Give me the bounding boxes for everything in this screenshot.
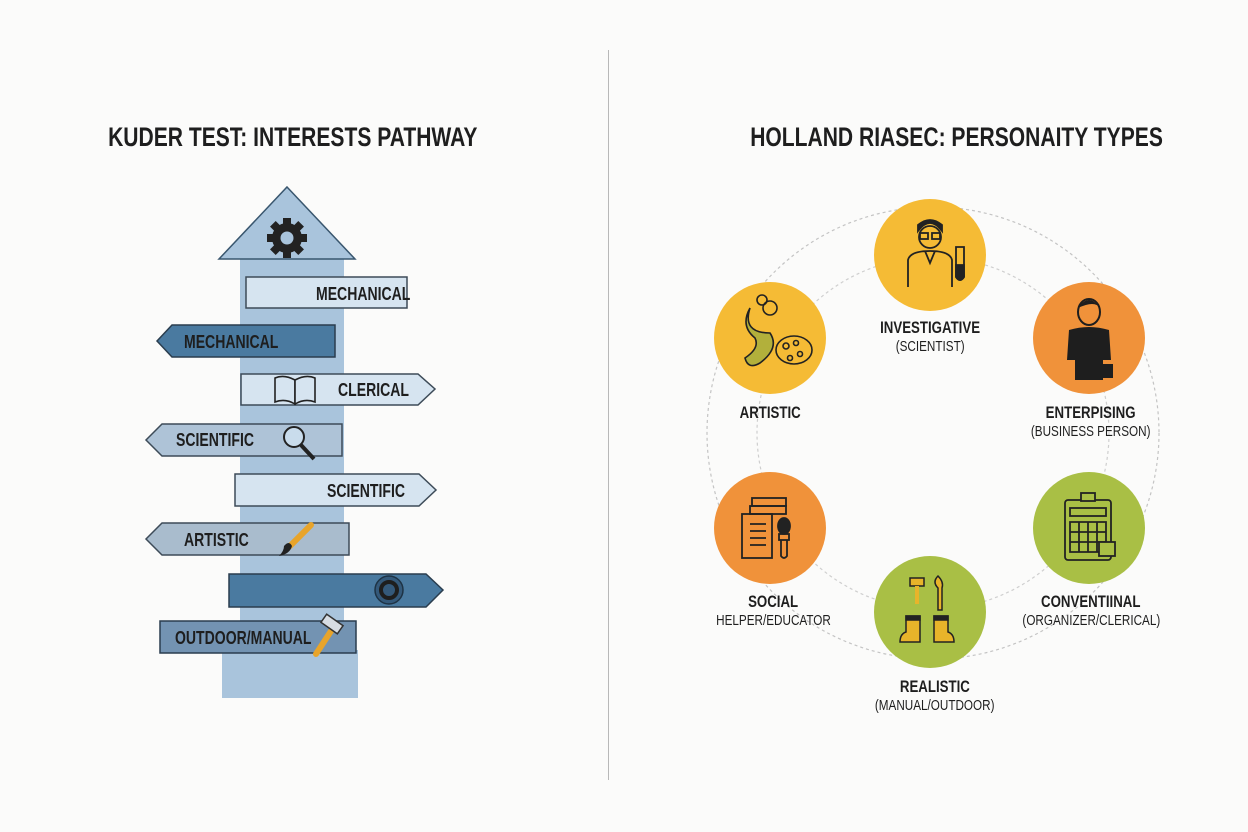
banner-2-label: MECHANICAL [184, 332, 279, 352]
panel-divider [608, 50, 609, 780]
banner-6-label: ARTISTIC [184, 530, 249, 550]
book-icon [274, 375, 316, 406]
ring-icon [374, 575, 404, 605]
type-label-realistic: REALISTIC(MANUAL/OUTDOOR) [875, 677, 995, 714]
banner-7-shape [228, 573, 445, 608]
type-circle-social [714, 472, 826, 584]
holland-title: HOLLAND RIASEC: PERSONAITY TYPES [750, 122, 1163, 152]
scientist-icon [907, 219, 965, 287]
banner-4-label: SCIENTIFIC [176, 430, 255, 450]
banner-8-label: OUTDOOR/MANUAL [175, 628, 312, 648]
type-label-enterprising: ENTERPISING(BUSINESS PERSON) [1031, 403, 1151, 440]
books-microphone-icon [741, 497, 791, 559]
banner-8-shape [159, 620, 357, 654]
dancer-palette-icon [744, 294, 813, 367]
banner-2-shape [155, 324, 336, 358]
type-label-investigative: INVESTIGATIVE(SCIENTIST) [880, 318, 980, 355]
kuder-pathway-diagram [144, 185, 445, 698]
businessman-icon [1067, 298, 1113, 380]
banner-5-shape [234, 473, 438, 507]
gear-icon [267, 218, 307, 258]
banner-6-shape [144, 522, 350, 556]
type-circle-investigative [874, 199, 986, 311]
calculator-clipboard-icon [1064, 492, 1116, 561]
kuder-title: KUDER TEST: INTERESTS PATHWAY [108, 122, 478, 152]
banner-1-label: MECHANICAL [316, 284, 411, 304]
type-label-conventional: CONVENTIINAL(ORGANIZER/CLERICAL) [1022, 592, 1160, 629]
hammer-icon [313, 613, 345, 657]
riasec-wheel [706, 199, 1160, 668]
banner-5-label: SCIENTIFIC [327, 481, 406, 501]
banner-3-label: CLERICAL [338, 380, 409, 400]
type-circle-conventional [1033, 472, 1145, 584]
type-label-artistic: ARTISTIC [739, 403, 801, 422]
magnifier-icon [283, 426, 316, 461]
tools-boots-icon [899, 574, 955, 643]
paintbrush-icon [279, 522, 314, 556]
banner-1-shape [245, 276, 408, 309]
